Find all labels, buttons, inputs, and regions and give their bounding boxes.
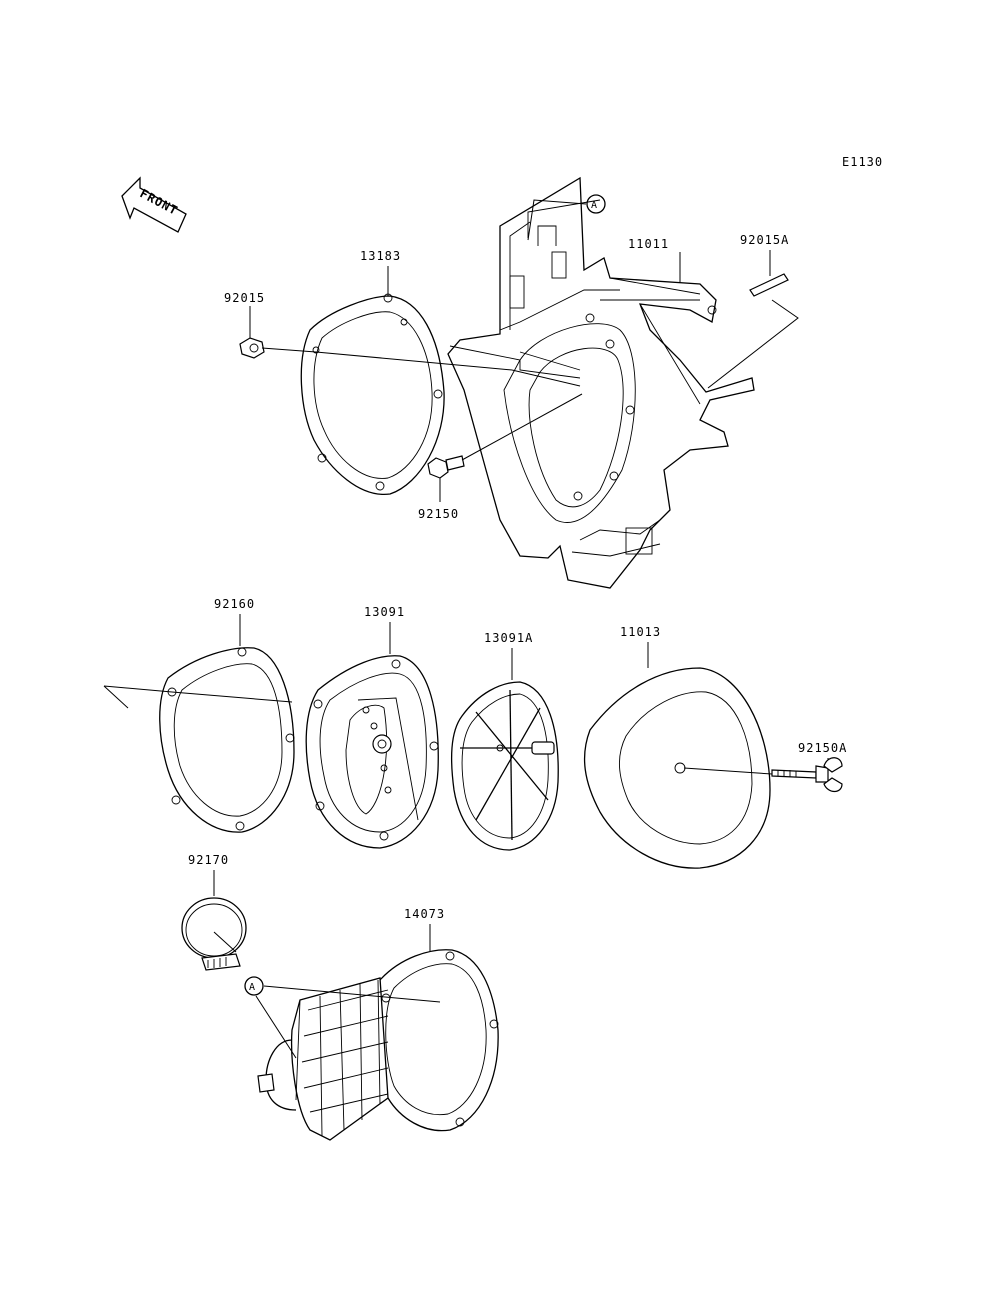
leader-92160-right [171,691,293,703]
label-13091A: 13091A [484,631,533,645]
label-14073: 14073 [404,907,445,921]
label-92160: 92160 [214,597,255,611]
front-arrow-icon: FRONT [121,176,187,233]
label-92015: 92015 [224,291,265,305]
air-cleaner-housing-11011 [447,176,755,589]
label-11013: 11013 [620,625,661,639]
ref-marker-a-bottom: A [244,976,441,1059]
leader-92015-3 [511,369,581,387]
air-duct-14073 [257,949,499,1141]
label-92150A: 92150A [798,741,847,755]
label-92015A: 92015A [740,233,789,247]
svg-text:A: A [249,982,256,993]
label-13183: 13183 [360,249,401,263]
bolt-92150 [427,455,465,479]
label-11011: 11011 [628,237,669,251]
label-92150: 92150 [418,507,459,521]
pin-92015A [749,273,789,297]
wing-bolt-92150A [771,757,843,793]
leader-92015-2 [261,347,513,371]
leader-92170-2 [213,931,237,953]
label-13091: 13091 [364,605,405,619]
svg-text:A: A [591,200,598,211]
leader-92160-left-2 [103,685,173,693]
leader-92160-left [103,685,129,709]
label-92170: 92170 [188,853,229,867]
leader-11013-bolt [683,767,773,775]
leader-92150 [461,393,583,461]
gasket-92160 [159,647,295,833]
diagram-code: E1130 [842,155,883,169]
ref-marker-a-top: A [527,194,606,241]
cage-13091A [450,681,559,851]
gasket-13183 [300,293,445,495]
leader-92015A-2 [707,299,799,389]
holder-13091 [305,655,439,849]
air-filter-11013 [583,667,771,869]
nut-92015 [239,337,265,359]
clamp-92170 [181,897,247,971]
